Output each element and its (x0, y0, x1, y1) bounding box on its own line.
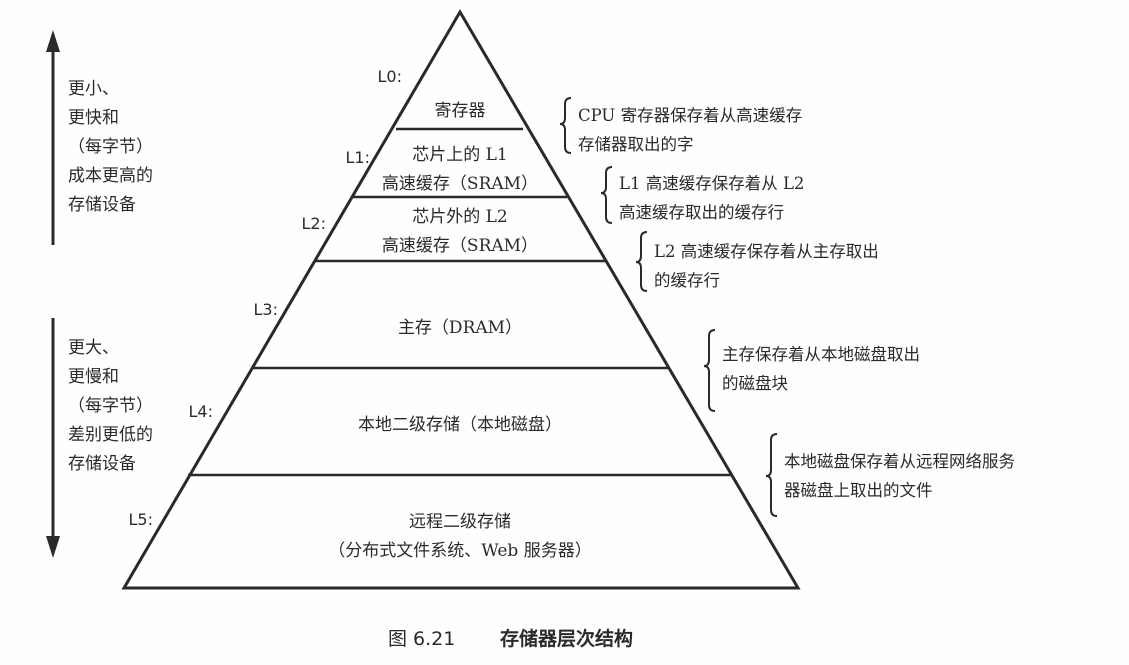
side-top-line4: 成本更高的 (68, 166, 153, 186)
level-text-l2-line1: 芯片外的 L2 (412, 207, 508, 227)
level-text-l5-line1: 远程二级存储 (409, 512, 511, 532)
level-label-l0: L0: (378, 67, 402, 86)
arrow-down-icon (46, 536, 60, 558)
side-bottom-line3: （每字节） (68, 396, 153, 416)
figure-number: 图 6.21 (388, 628, 455, 650)
level-text-l5-line2: （分布式文件系统、Web 服务器） (328, 541, 591, 561)
note-l1-line1: L1 高速缓存保存着从 L2 (619, 174, 804, 193)
pyramid-outline (121, 9, 801, 590)
bracket-l0 (559, 97, 572, 154)
side-top-line1: 更小、 (68, 79, 119, 99)
level-text-l2-line2: 高速缓存（SRAM） (382, 236, 538, 256)
level-label-l5: L5: (129, 510, 153, 529)
side-bottom-line4: 差别更低的 (68, 425, 153, 445)
level-text-l0: 寄存器 (435, 101, 486, 121)
side-top-line2: 更快和 (68, 108, 119, 128)
bracket-l3 (703, 329, 716, 412)
bracket-l1 (600, 166, 613, 224)
note-l0-line1: CPU 寄存器保存着从高速缓存 (578, 106, 802, 125)
bracket-l4 (765, 433, 778, 517)
note-l4-line2: 器磁盘上取出的文件 (784, 481, 933, 500)
side-bottom-line5: 存储设备 (68, 454, 136, 474)
level-text-l3: 主存（DRAM） (398, 318, 522, 338)
side-bottom-line2: 更慢和 (68, 366, 119, 387)
level-label-l2: L2: (302, 214, 326, 233)
side-top-line3: （每字节） (68, 137, 153, 157)
bracket-l2 (635, 231, 648, 292)
level-text-l1-line1: 芯片上的 L1 (412, 145, 508, 165)
level-label-l3: L3: (254, 300, 278, 319)
note-l3-line1: 主存保存着从本地磁盘取出 (722, 345, 920, 364)
level-text-l1-line2: 高速缓存（SRAM） (382, 174, 538, 194)
figure-title: 存储器层次结构 (500, 627, 633, 650)
level-label-l1: L1: (346, 148, 370, 167)
note-l1-line2: 高速缓存取出的缓存行 (619, 203, 784, 222)
note-l4-line1: 本地磁盘保存着从远程网络服务 (784, 452, 1015, 471)
note-l2-line2: 的缓存行 (654, 271, 720, 290)
level-text-l4: 本地二级存储（本地磁盘） (358, 415, 562, 435)
side-top-line5: 存储设备 (68, 195, 136, 215)
note-l3-line2: 的磁盘块 (722, 374, 788, 393)
note-l2-line1: L2 高速缓存保存着从主存取出 (654, 242, 879, 261)
note-l0-line2: 存储器取出的字 (578, 135, 694, 154)
arrow-up-icon (46, 30, 60, 52)
side-bottom-line1: 更大、 (68, 338, 119, 358)
level-label-l4: L4: (189, 402, 213, 421)
